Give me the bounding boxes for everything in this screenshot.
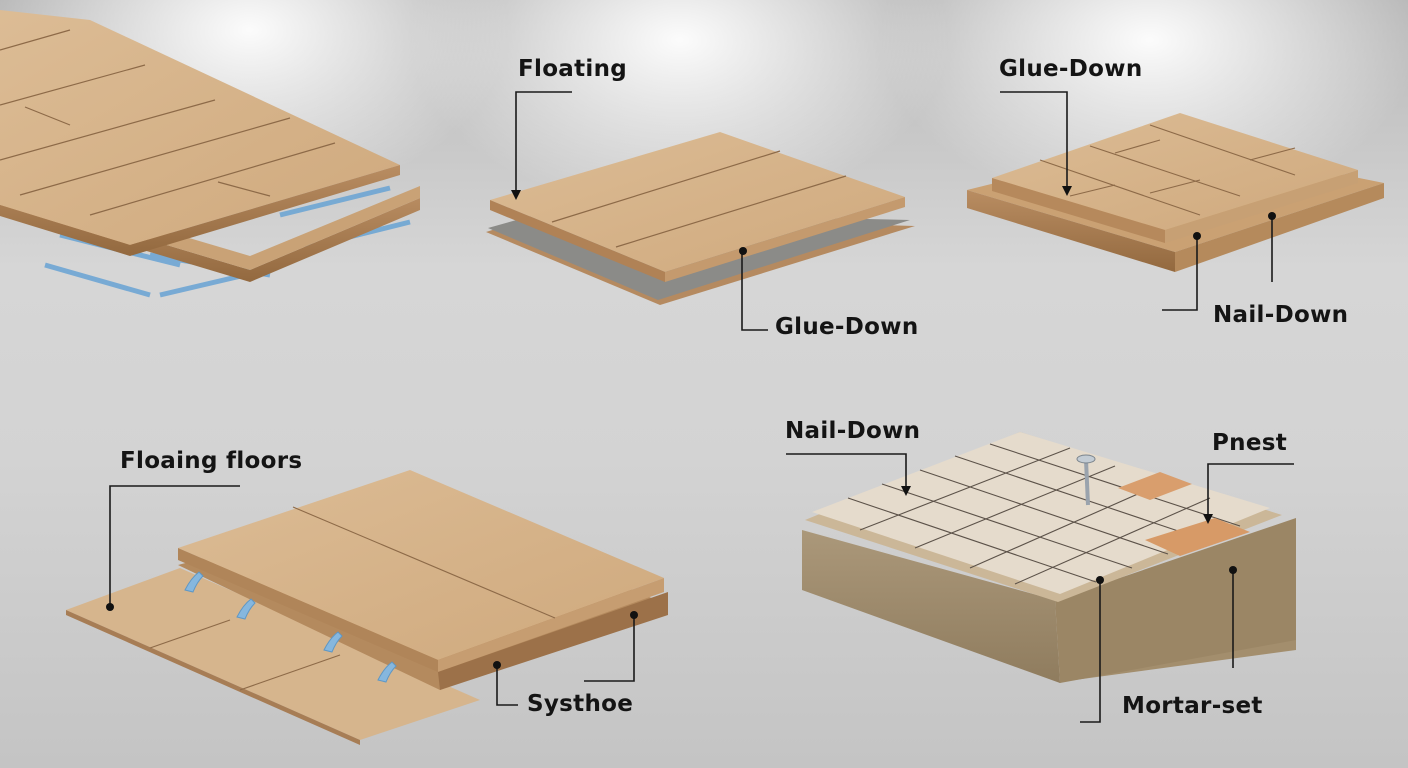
label-floating: Floating: [518, 56, 628, 82]
label-nail-down-bottom: Nail-Down: [785, 418, 921, 444]
label-floaing-floors: Floaing floors: [120, 448, 303, 474]
label-glue-down-mid: Glue-Down: [775, 314, 919, 340]
panel-floating: [486, 91, 915, 331]
label-glue-down-top: Glue-Down: [999, 56, 1143, 82]
panel-glue-nail: [967, 91, 1384, 311]
label-pnest: Pnest: [1212, 430, 1288, 456]
panel-floating-floors: [66, 470, 668, 745]
panel-tile-mortar: [786, 432, 1296, 723]
label-systhoe: Systhoe: [527, 691, 634, 717]
label-mortar-set: Mortar-set: [1122, 693, 1263, 719]
label-nail-down-mid: Nail-Down: [1213, 302, 1349, 328]
panel-planks-on-clips: [0, 10, 420, 298]
